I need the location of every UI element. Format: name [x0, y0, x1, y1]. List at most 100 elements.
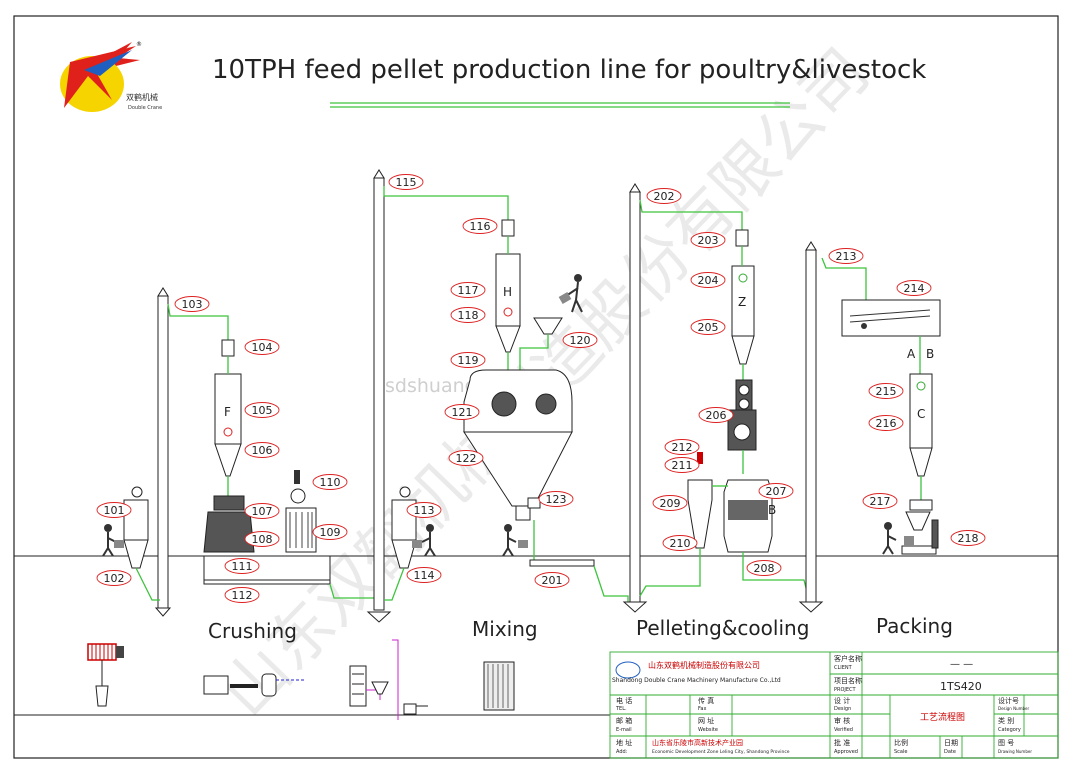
svg-text:B: B — [768, 503, 776, 517]
equipment-tag-label: 205 — [698, 321, 719, 334]
equipment-tag-215: 215 — [868, 383, 904, 399]
equipment-tag-label: 209 — [660, 497, 681, 510]
svg-text:山东双鹤机械制造股份有限公司: 山东双鹤机械制造股份有限公司 — [648, 660, 760, 670]
svg-text:B: B — [926, 347, 934, 361]
bucket-elevator-208 — [805, 249, 817, 603]
equipment-tag-109: 109 — [312, 524, 348, 540]
mixing-group — [463, 219, 629, 604]
equipment-tag-label: 111 — [232, 560, 253, 573]
equipment-tag-216: 216 — [868, 415, 904, 431]
equipment-tag-117: 117 — [450, 282, 486, 298]
equipment-tag-label: 123 — [546, 493, 567, 506]
equipment-tag-label: 210 — [670, 537, 691, 550]
equipment-tag-label: 112 — [232, 589, 253, 602]
equipment-tag-label: 102 — [104, 572, 125, 585]
equipment-tag-206: 206 — [698, 407, 734, 423]
hammer-mill — [213, 495, 245, 511]
svg-text:网 址: 网 址 — [698, 716, 714, 725]
svg-text:图 号: 图 号 — [998, 739, 1014, 747]
equipment-tag-209: 209 — [652, 495, 688, 511]
equipment-tag-label: 110 — [320, 476, 341, 489]
equipment-tag-211: 211 — [664, 457, 700, 473]
equipment-tag-205: 205 — [690, 319, 726, 335]
cyclone-209 — [687, 479, 713, 549]
equipment-tag-103: 103 — [174, 296, 210, 312]
equipment-tag-123: 123 — [538, 491, 574, 507]
crushing-group — [102, 169, 509, 623]
centrifugal-fan — [290, 488, 306, 504]
equipment-tag-label: 217 — [870, 495, 891, 508]
equipment-tag-label: 214 — [904, 282, 925, 295]
equipment-tag-label: 122 — [456, 452, 477, 465]
section-crushing: Crushing — [208, 619, 297, 643]
svg-text:Drawing Number: Drawing Number — [998, 749, 1032, 754]
operator-figure-2 — [412, 524, 436, 557]
svg-text:地 址: 地 址 — [616, 738, 632, 747]
equipment-tag-label: 104 — [252, 341, 273, 354]
equipment-tag-label: 216 — [876, 417, 897, 430]
screw-conveyor-111 — [203, 555, 331, 581]
page-title: 10TPH feed pellet production line for po… — [212, 55, 926, 85]
svg-text:Verified: Verified — [834, 727, 853, 733]
cyclone-116 — [501, 219, 515, 237]
operator-figure-5 — [882, 522, 914, 555]
svg-text:类 别: 类 别 — [998, 716, 1014, 725]
equipment-tag-213: 213 — [828, 248, 864, 264]
pelleting-group — [622, 183, 824, 613]
svg-text:C: C — [917, 407, 925, 421]
equipment-tag-201: 201 — [534, 572, 570, 588]
mixer — [463, 369, 573, 433]
equipment-tag-107: 107 — [244, 503, 280, 519]
operator-figure-4 — [502, 524, 528, 557]
filter-bag-icon — [483, 661, 515, 711]
equipment-tag-label: 204 — [698, 274, 719, 287]
svg-text:Add:: Add: — [616, 749, 628, 755]
title-block: 山东双鹤机械制造股份有限公司 Shandong Double Crane Mac… — [609, 651, 1059, 759]
equipment-tag-105: 105 — [244, 402, 280, 418]
svg-text:审 核: 审 核 — [834, 716, 850, 725]
equipment-tag-102: 102 — [96, 570, 132, 586]
svg-text:Design: Design — [834, 706, 851, 712]
equipment-tag-122: 122 — [448, 450, 484, 466]
equipment-tag-204: 204 — [690, 272, 726, 288]
svg-text:山东省乐陵市高新技术产业园: 山东省乐陵市高新技术产业园 — [652, 738, 743, 747]
svg-text:Approved: Approved — [834, 749, 858, 755]
equipment-tag-label: 106 — [252, 444, 273, 457]
drawing-frame — [13, 15, 1059, 759]
svg-text:设 计: 设 计 — [834, 696, 850, 705]
equipment-tag-label: 113 — [414, 504, 435, 517]
equipment-tag-label: 118 — [458, 309, 479, 322]
svg-text:邮 箱: 邮 箱 — [616, 716, 632, 725]
equipment-tag-203: 203 — [690, 232, 726, 248]
equipment-tag-210: 210 — [662, 535, 698, 551]
svg-text:双鹤机械: 双鹤机械 — [126, 92, 158, 102]
dosing-system-icon — [349, 639, 428, 720]
svg-text:®: ® — [136, 41, 142, 48]
equipment-tag-label: 218 — [958, 532, 979, 545]
svg-text:工艺流程图: 工艺流程图 — [920, 711, 965, 723]
equipment-tag-label: 215 — [876, 385, 897, 398]
equipment-tag-label: 119 — [458, 354, 479, 367]
svg-text:Website: Website — [698, 727, 718, 733]
svg-text:Shandong Double Crane Machiner: Shandong Double Crane Machinery Manufact… — [612, 677, 781, 684]
equipment-tag-label: 212 — [672, 441, 693, 454]
cyclone-104 — [221, 339, 235, 357]
compressor-icon — [203, 673, 306, 697]
equipment-tag-106: 106 — [244, 442, 280, 458]
equipment-tag-label: 103 — [182, 298, 203, 311]
svg-text:E-mail: E-mail — [616, 727, 632, 733]
equipment-tag-label: 105 — [252, 404, 273, 417]
svg-text:客户名称: 客户名称 — [834, 654, 862, 663]
equipment-tag-104: 104 — [244, 339, 280, 355]
svg-text:批 准: 批 准 — [834, 738, 850, 747]
equipment-tag-110: 110 — [312, 474, 348, 490]
legend-icons — [87, 639, 515, 720]
equipment-tag-label: 207 — [766, 485, 787, 498]
svg-text:设计号: 设计号 — [998, 696, 1019, 705]
packing-scale — [909, 499, 933, 511]
svg-text:Category: Category — [998, 727, 1021, 733]
equipment-tag-label: 208 — [754, 562, 775, 575]
section-pelleting: Pelleting&cooling — [636, 616, 809, 640]
equipment-tag-121: 121 — [444, 404, 480, 420]
